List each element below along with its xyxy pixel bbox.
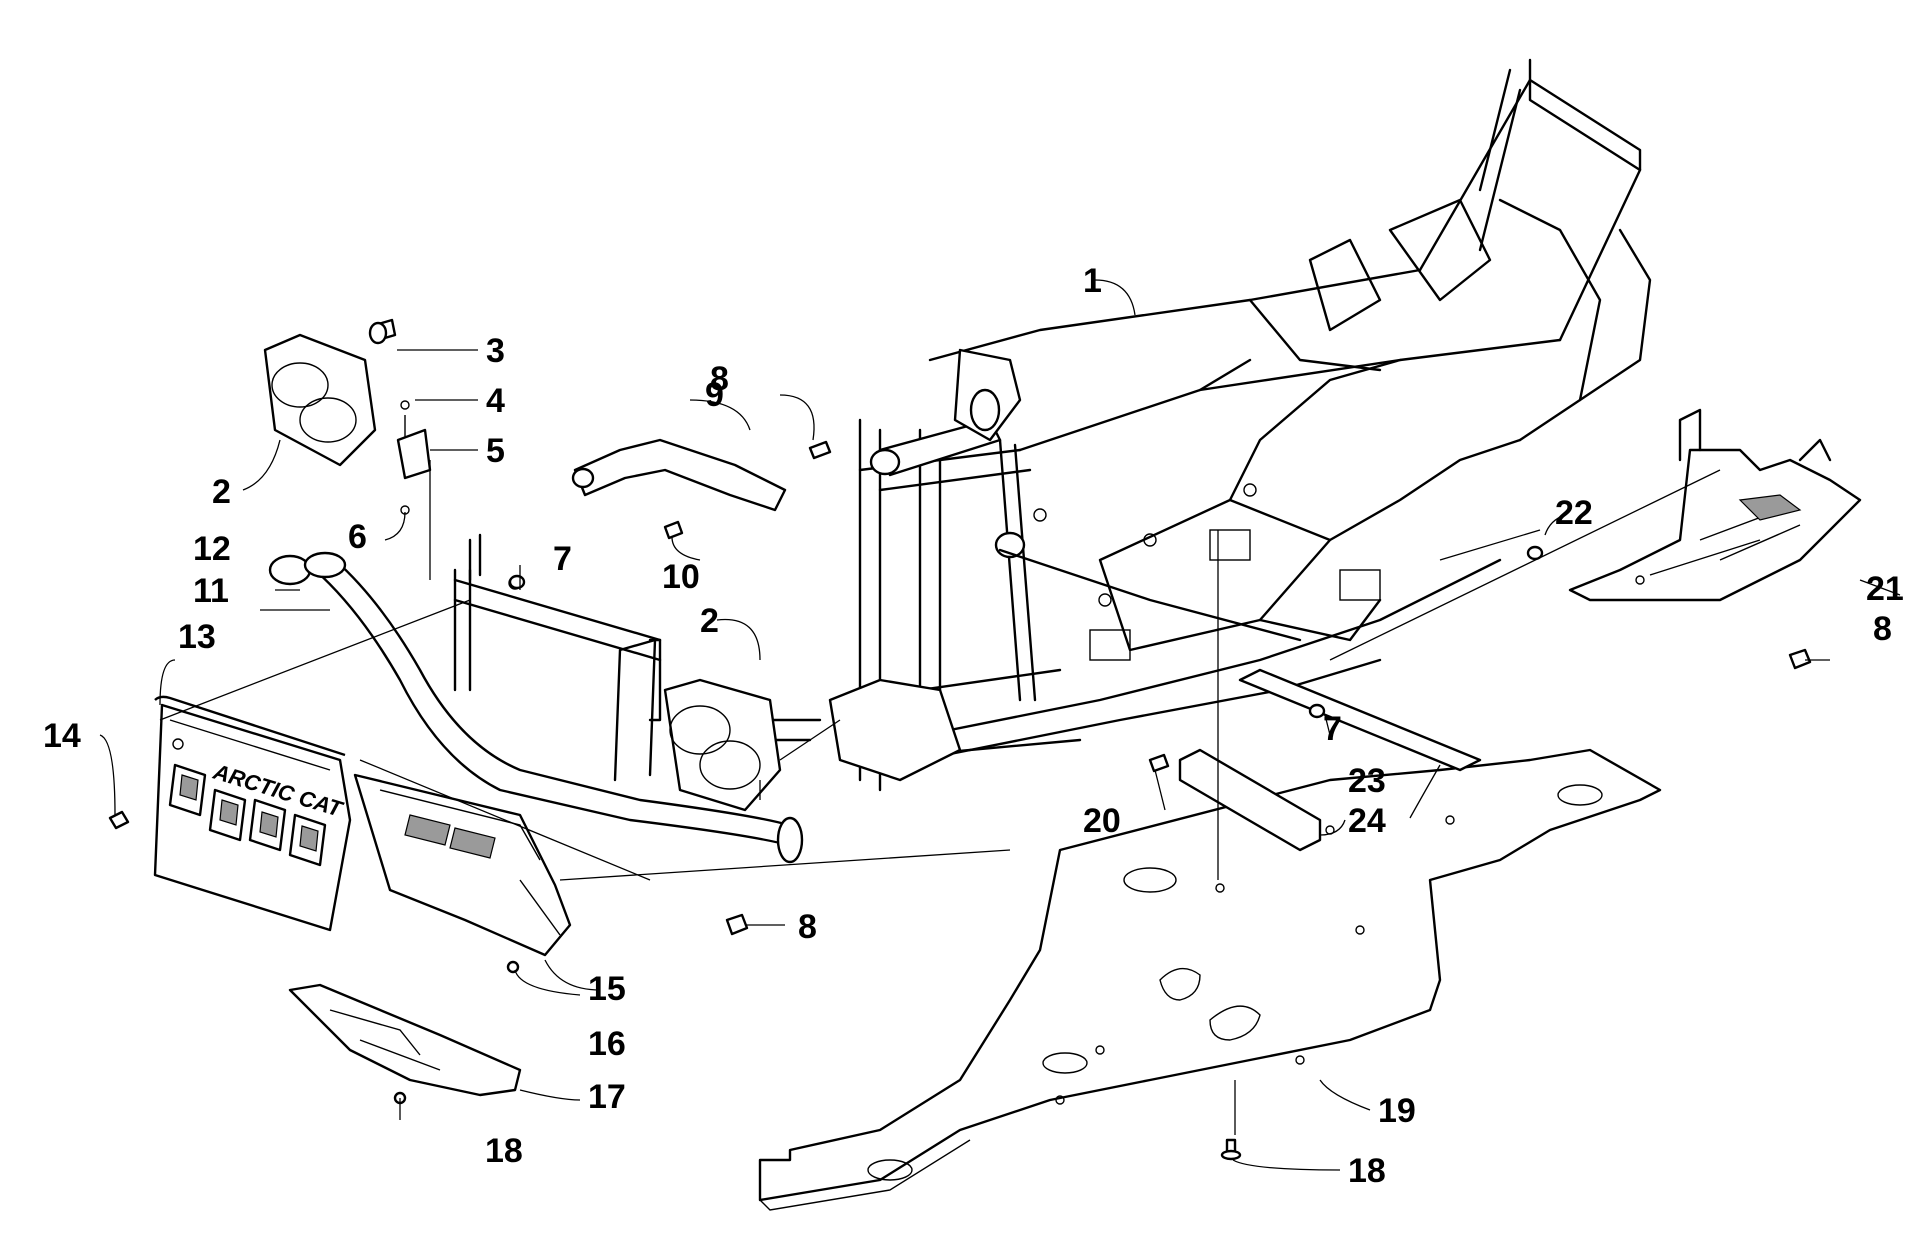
callout-10: 10	[662, 558, 700, 596]
callout-8-upper: 8	[710, 360, 729, 398]
callout-15: 15	[588, 970, 626, 1008]
callout-4: 4	[486, 382, 505, 420]
bracket-5	[396, 428, 432, 480]
callout-labels: 1 2 2 3 4 5 6 7 7 8 8 8 9 10 11 12 13 14…	[43, 262, 1904, 1190]
callout-5: 5	[486, 432, 505, 470]
callout-24: 24	[1348, 802, 1386, 840]
callout-7-right: 7	[1323, 710, 1342, 748]
callout-21: 21	[1866, 570, 1904, 608]
front-bumper	[303, 551, 804, 864]
callout-14: 14	[43, 717, 81, 755]
callout-19: 19	[1378, 1092, 1416, 1130]
callout-23: 23	[1348, 762, 1386, 800]
headlight-upper	[263, 333, 377, 467]
callout-12: 12	[193, 530, 231, 568]
cap-12	[268, 554, 312, 586]
callout-22: 22	[1555, 494, 1593, 532]
skid-plate	[758, 748, 1662, 1211]
callout-13: 13	[178, 618, 216, 656]
callout-8-right: 8	[1873, 610, 1892, 648]
callout-9: 9	[705, 376, 724, 414]
footrest	[1568, 408, 1862, 602]
main-frame	[748, 58, 1652, 792]
front-rack	[453, 533, 662, 782]
callout-20: 20	[1083, 802, 1121, 840]
callout-2-lower: 2	[700, 602, 719, 640]
callout-3: 3	[486, 332, 505, 370]
pad-24	[1238, 668, 1482, 772]
callout-17: 17	[588, 1078, 626, 1116]
pad-23	[1178, 748, 1322, 852]
callout-16: 16	[588, 1025, 626, 1063]
callout-18-right: 18	[1348, 1152, 1386, 1190]
callout-7-left: 7	[553, 540, 572, 578]
callout-18-left: 18	[485, 1132, 523, 1170]
skid-guard-15	[353, 773, 572, 957]
callout-1: 1	[1083, 262, 1102, 300]
callout-6: 6	[348, 518, 367, 556]
callout-2-upper: 2	[212, 473, 231, 511]
leader-lines	[99, 279, 1901, 1171]
callout-11: 11	[193, 572, 229, 610]
rod-9	[571, 438, 787, 512]
screw-3	[368, 318, 397, 345]
lower-guard-17	[288, 983, 522, 1097]
front-grill: ARCTIC CAT	[153, 695, 352, 932]
headlight-lower	[663, 678, 782, 812]
callout-8-lower: 8	[798, 908, 817, 946]
